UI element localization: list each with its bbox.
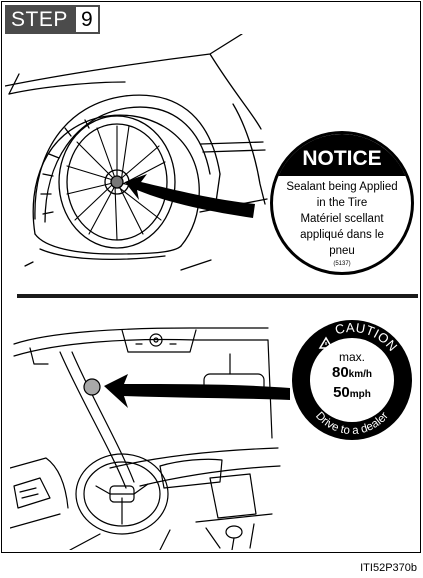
- notice-sticker: NOTICE Sealant being Applied in the Tire…: [270, 131, 414, 275]
- notice-line-2: in the Tire: [273, 197, 411, 210]
- pointer-arrow-icon: [125, 170, 265, 230]
- interior-illustration: [10, 318, 284, 550]
- step-word: STEP: [5, 5, 74, 34]
- notice-code: (5137): [273, 261, 411, 267]
- figure-code: ITI52P370b: [360, 562, 417, 574]
- notice-line-5: pneu: [273, 245, 411, 258]
- section-divider: [17, 294, 418, 298]
- caution-mph: 50mph: [290, 384, 414, 401]
- caution-mph-value: 50: [333, 384, 350, 401]
- caution-max: max.: [290, 350, 414, 364]
- caution-mph-unit: mph: [350, 389, 371, 400]
- caution-kmh-unit: km/h: [349, 369, 372, 380]
- notice-title: NOTICE: [273, 134, 411, 176]
- notice-line-3: Matériel scellant: [273, 213, 411, 226]
- step-number: 9: [74, 5, 100, 34]
- sticker-location-marker: [84, 379, 100, 395]
- caution-kmh-value: 80: [332, 364, 349, 381]
- notice-line-4: appliqué dans le: [273, 229, 411, 242]
- notice-line-1: Sealant being Applied: [273, 181, 411, 194]
- caution-kmh: 80km/h: [290, 364, 414, 381]
- caution-sticker: CAUTION Drive to a dealer max. 80km/h 50…: [290, 318, 414, 442]
- step-header: STEP 9: [5, 5, 100, 34]
- tire-illustration: [5, 34, 295, 292]
- caution-pointer-arrow-icon: [100, 372, 296, 412]
